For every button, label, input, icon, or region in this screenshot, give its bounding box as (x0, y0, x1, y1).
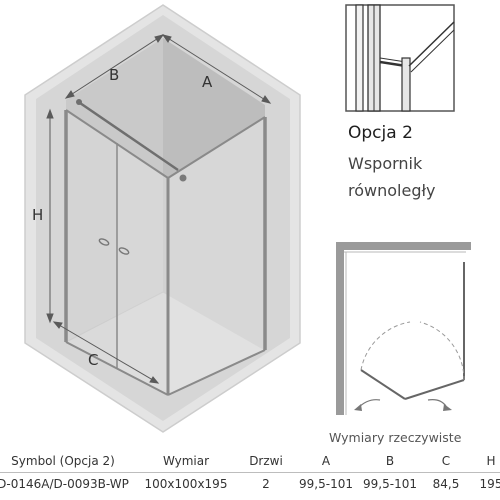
table-row: D-0146A/D-0093B-WP 100x100x195 2 99,5-10… (0, 472, 500, 496)
plan-door-left (360, 369, 406, 400)
bracket-end-profile (401, 57, 411, 112)
table-caption: Wymiary rzeczywiste (329, 430, 462, 445)
cell-symbol: D-0146A/D-0093B-WP (0, 477, 129, 491)
bottom-rail-left (65, 341, 169, 396)
dimension-line-b (65, 34, 164, 99)
header-size: Wymiar (162, 454, 210, 468)
arrow-h-bottom (46, 313, 54, 324)
label-h: H (32, 206, 43, 224)
top-rail-right (167, 116, 266, 179)
option-description-line-1: Wspornik (348, 154, 423, 173)
arrow-a-start (161, 34, 172, 43)
glass-door-left (66, 110, 117, 368)
option-title: Opcja 2 (348, 123, 413, 143)
label-a: A (202, 73, 213, 91)
top-view-plan (336, 242, 471, 415)
header-b: B (385, 454, 395, 468)
cell-size: 100x100x195 (144, 477, 228, 491)
dimension-lines (46, 34, 272, 384)
bracket-detail-box (345, 4, 455, 112)
option-description-line-2: równoległy (348, 181, 436, 200)
arrow-b-end (154, 34, 165, 43)
header-doors: Drzwi (249, 454, 283, 468)
door-handle-left (98, 238, 110, 246)
header-a: A (321, 454, 331, 468)
arrow-c-end (149, 376, 160, 384)
plan-swing-arc-right (419, 321, 465, 381)
door-handle-right (118, 247, 130, 255)
glass-door-right (117, 143, 168, 395)
option-description: Wspornik równoległy (348, 150, 498, 204)
arrow-h-top (46, 108, 54, 119)
header-symbol: Symbol (Opcja 2) (11, 454, 115, 468)
frame-profiles (64, 109, 267, 396)
dimension-line-a (162, 34, 271, 104)
cell-h: 195 (479, 477, 500, 491)
stabilizer-mount (76, 99, 82, 105)
arrow-c-start (52, 321, 63, 329)
cell-a: 99,5-101 (299, 477, 353, 491)
stabilizer-bar (79, 101, 179, 172)
spec-table: Symbol (Opcja 2) Wymiar Drzwi A B C H D-… (0, 450, 500, 495)
bottom-rail-right (167, 349, 266, 396)
swing-arrow-right-curve (427, 399, 447, 407)
plan-swing-arc-left (360, 321, 411, 371)
glass-panel-right (168, 117, 265, 395)
header-c: C (441, 454, 451, 468)
bracket-detail-illustration (355, 4, 455, 112)
header-h: H (486, 454, 496, 468)
cell-c: 84,5 (432, 477, 460, 491)
label-c: C (88, 351, 98, 369)
arrow-a-end (261, 95, 272, 104)
arrow-b-start (64, 90, 75, 99)
swing-arrow-left-head (354, 404, 362, 411)
swing-arrow-right-head (443, 404, 452, 411)
cell-doors: 2 (262, 477, 270, 491)
bracket-glass-edge (355, 4, 364, 112)
dimension-line-c (53, 321, 159, 384)
plan-door-right (404, 379, 465, 400)
spec-table-header-row: Symbol (Opcja 2) Wymiar Drzwi A B C H (0, 450, 500, 473)
bracket-glass-right-edge (410, 29, 455, 73)
bracket-glass-right (408, 21, 455, 67)
cell-b: 99,5-101 (363, 477, 417, 491)
back-wall-left (66, 38, 163, 342)
corner-bracket (179, 174, 187, 182)
top-rail-left (65, 109, 169, 179)
label-b: B (109, 66, 119, 84)
